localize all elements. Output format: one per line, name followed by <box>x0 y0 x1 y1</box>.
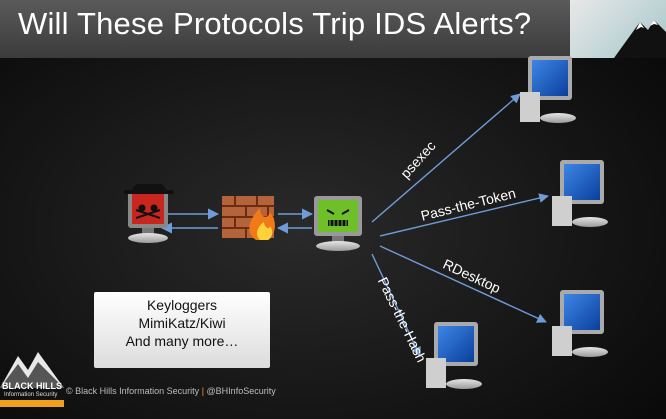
mountain-icon <box>614 20 666 58</box>
hacker-computer-icon <box>124 184 174 243</box>
mountain-logo-corner <box>570 0 666 58</box>
arrow-pass-the-hash <box>371 253 421 357</box>
footer: © Black Hills Information Security | @BH… <box>66 386 276 396</box>
connection-arrows <box>160 93 549 357</box>
logo-subtitle: Information Security <box>4 392 58 398</box>
arrow-pass-the-token <box>379 193 549 237</box>
footer-separator: | <box>201 386 205 396</box>
infected-computer-icon <box>314 196 362 251</box>
tools-list-box: Keyloggers MimiKatz/Kiwi And many more… <box>94 292 270 368</box>
tools-list-item: And many more… <box>125 333 239 349</box>
footer-copyright: © Black Hills Information Security <box>66 386 200 396</box>
arrow-psexec <box>371 93 521 223</box>
black-hills-logo <box>0 352 64 407</box>
target-computer-icon <box>426 322 482 389</box>
footer-handle: @BHInfoSecurity <box>206 386 276 396</box>
tools-list-item: Keyloggers <box>146 297 218 313</box>
target-computer-icon <box>520 56 576 123</box>
target-computer-icon <box>552 290 608 357</box>
slide-title: Will These Protocols Trip IDS Alerts? <box>18 6 532 41</box>
arrow-rdesktop <box>379 245 547 323</box>
firewall-icon <box>222 196 275 240</box>
logo-name: BLACK HILLS <box>2 381 62 391</box>
target-computer-icon <box>552 160 608 227</box>
tools-list-item: MimiKatz/Kiwi <box>138 315 226 331</box>
title-bar <box>0 0 666 58</box>
